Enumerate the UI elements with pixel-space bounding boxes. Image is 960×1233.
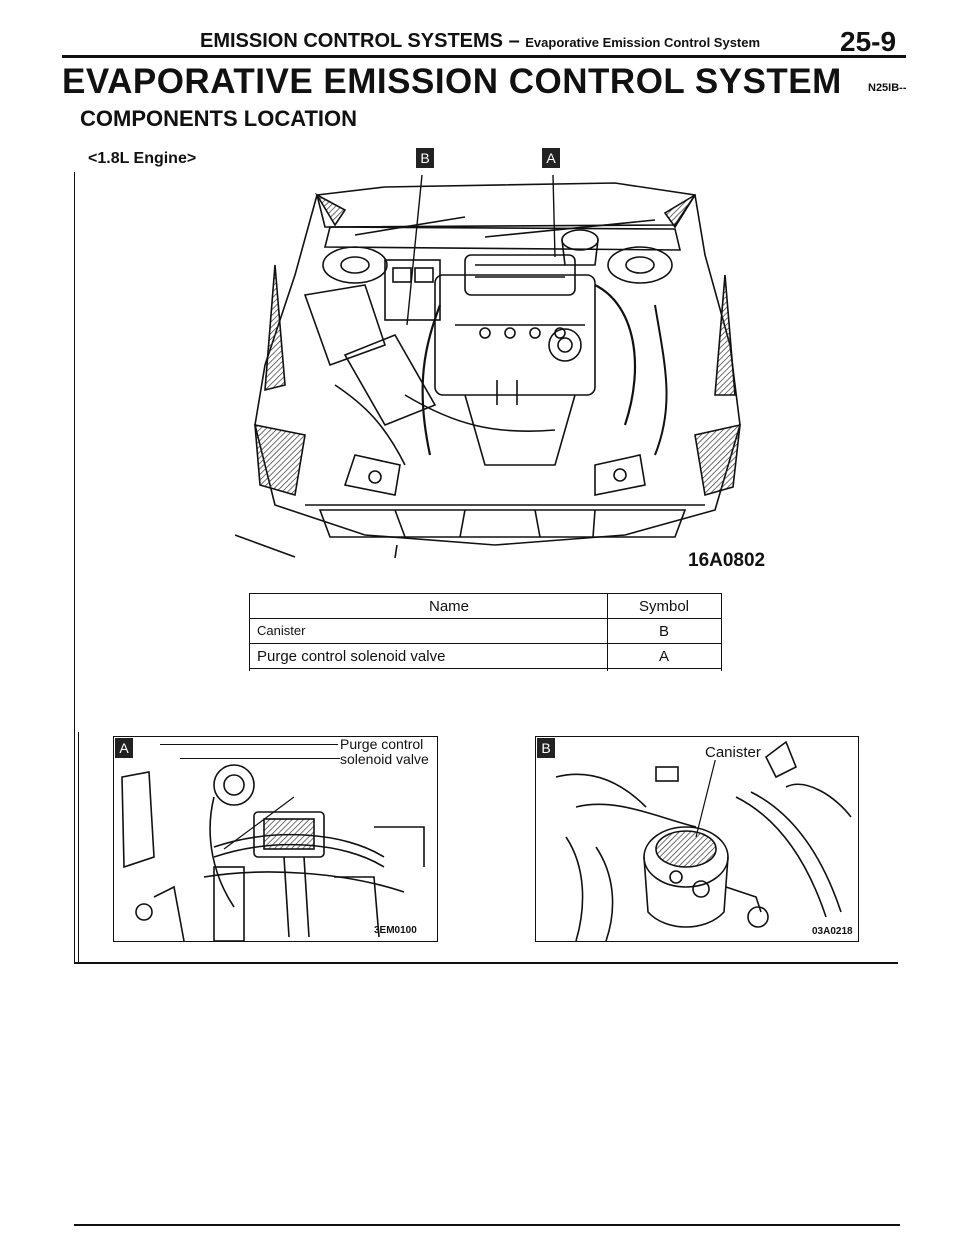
- callout-leader-a1: [160, 744, 338, 745]
- header-dash: –: [508, 30, 520, 52]
- section-code: N25IB--: [868, 82, 907, 94]
- detail-b-code: 03A0218: [812, 926, 853, 937]
- table-top-rule: [249, 593, 722, 594]
- header-name: Name: [429, 598, 470, 615]
- purge-valve-illustration: [121, 764, 425, 941]
- section-subtitle: COMPONENTS LOCATION: [80, 106, 358, 131]
- table-row: Canister B: [249, 619, 722, 643]
- table-col-divider: [607, 593, 608, 671]
- subsection-title: Evaporative Emission Control System: [525, 35, 761, 50]
- page-title: EVAPORATIVE EMISSION CONTROL SYSTEM: [62, 62, 842, 101]
- table-row: Purge control solenoid valve A: [249, 644, 722, 668]
- left-margin-rule: [74, 172, 75, 962]
- table-left-border: [249, 593, 250, 671]
- detail-b-badge: B: [537, 738, 555, 758]
- marker-badge-a: A: [542, 148, 560, 168]
- figure-code: 16A0802: [688, 550, 766, 571]
- callout-line-1: Purge control: [340, 736, 424, 752]
- section-bottom-rule: [74, 962, 898, 964]
- table-rule: [249, 643, 722, 644]
- table-bottom-rule: [249, 668, 722, 669]
- row-name: Canister: [257, 623, 306, 638]
- header-rule: [62, 55, 906, 58]
- row-symbol: A: [658, 648, 669, 665]
- callout-leader-a2: [180, 758, 340, 759]
- table-rule: [249, 618, 722, 619]
- purge-valve-callout: Purge control solenoid valve: [340, 737, 429, 767]
- page-number: 25-9: [840, 26, 897, 57]
- engine-bay-illustration: [235, 174, 741, 559]
- page-footer-rule: [74, 1224, 900, 1226]
- marker-badge-b: B: [416, 148, 434, 168]
- left-margin-rule-inner: [78, 732, 79, 962]
- canister-illustration: [555, 740, 852, 941]
- detail-photo-a: [113, 736, 438, 942]
- detail-photo-b: [535, 736, 859, 942]
- section-title: EMISSION CONTROL SYSTEMS: [200, 30, 503, 52]
- detail-a-badge: A: [115, 738, 133, 758]
- table-header-row: Name Symbol: [249, 594, 722, 618]
- engine-variant-label: <1.8L Engine>: [88, 150, 197, 167]
- table-right-border: [721, 593, 722, 671]
- row-name: Purge control solenoid valve: [257, 648, 446, 665]
- row-symbol: B: [658, 623, 669, 640]
- components-table: Name Symbol Canister B Purge control sol…: [249, 593, 722, 671]
- detail-a-code: 3EM0100: [374, 925, 417, 936]
- callout-line-2: solenoid valve: [340, 751, 429, 767]
- running-header: EMISSION CONTROL SYSTEMS – Evaporative E…: [200, 30, 760, 53]
- header-symbol: Symbol: [638, 598, 690, 615]
- canister-callout: Canister: [705, 744, 761, 761]
